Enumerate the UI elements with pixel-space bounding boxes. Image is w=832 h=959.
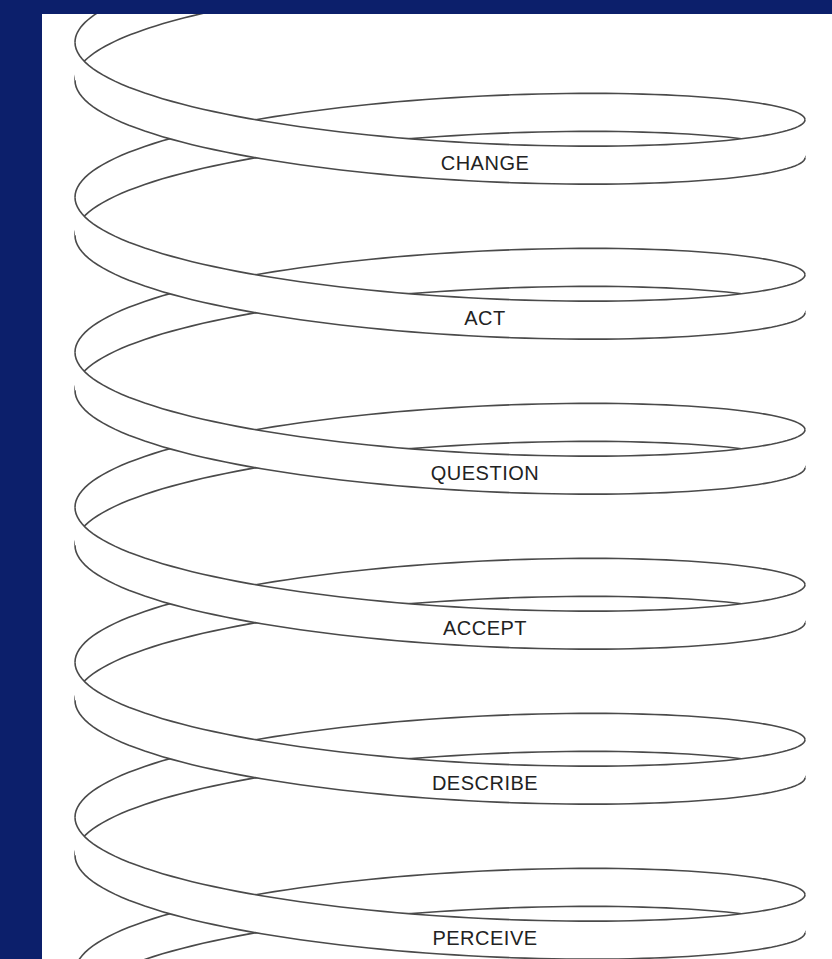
ribbon-edge [75,662,805,766]
white-panel [42,14,832,959]
stage-label-holder: CHANGE [441,153,530,173]
stage-label: DESCRIBE [432,773,538,793]
ribbon-edge [75,197,805,301]
ribbon-segment [75,42,805,184]
ribbon-fill [75,352,805,494]
ribbon-edge [75,390,805,494]
stage-label-holder: PERCEIVE [432,928,537,948]
stage-label: CHANGE [441,153,530,173]
ribbon-segment [75,662,805,804]
ribbon-edge [75,14,698,42]
ribbon-segment [75,352,805,494]
ribbon-edge [75,855,805,959]
ribbon-edge [75,817,805,921]
stage-label: QUESTION [431,463,539,483]
stage-label: PERCEIVE [432,928,537,948]
stage-label-holder: QUESTION [431,463,539,483]
ribbon-edge [75,14,698,80]
ribbon-fill [75,817,805,959]
ribbon-edge [75,352,805,456]
ribbon-edge [75,80,805,184]
ribbon-edge [75,700,805,804]
stage-label-holder: DESCRIBE [432,773,538,793]
ribbon-edge [75,235,805,339]
ribbon-fill [75,507,805,649]
ribbon-segment [75,817,805,959]
ribbon-segment [75,507,805,649]
ribbon-fill [75,197,805,339]
ribbon-fill [75,14,698,80]
ribbon-fill [75,42,805,184]
ribbon-edge [75,545,805,649]
ribbon-fill [75,662,805,804]
ribbon-segment [75,14,698,80]
stage-label: ACCEPT [443,618,527,638]
ribbon-edge [75,507,805,611]
stage-label-holder: ACCEPT [443,618,527,638]
ribbon-edge [75,42,805,146]
stage-label-holder: ACT [464,308,506,328]
helix-ribbon [75,14,805,959]
stage-label: ACT [464,308,506,328]
ribbon-segment [75,197,805,339]
